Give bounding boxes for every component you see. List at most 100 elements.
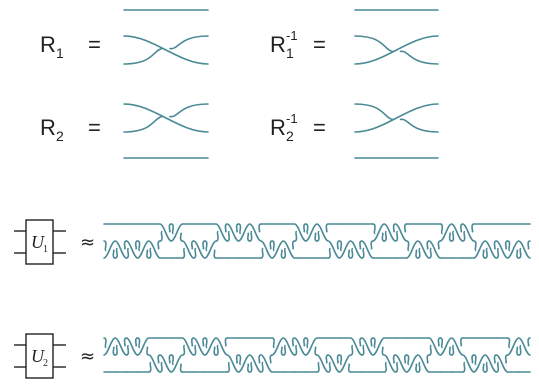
braid-u2-c2-strand-over bbox=[125, 337, 139, 356]
braid-u2-c16-strand-under-left bbox=[282, 344, 287, 356]
r1inv-sup: -1 bbox=[286, 28, 298, 43]
braid-u1-c17-strand-under-left bbox=[293, 230, 298, 242]
braid-u2-c23-strand-under-left bbox=[361, 344, 365, 356]
braid-u1-c0-strand-under-left bbox=[103, 240, 107, 252]
gen2-crossing-strand-under-left bbox=[123, 115, 163, 133]
braid-u1-c31-strand-over bbox=[450, 223, 464, 242]
braid-u2-c15-strand-under-left bbox=[271, 337, 275, 349]
generator-r2-inverse: R -1 2 = bbox=[270, 111, 326, 144]
r2-inverse-braid bbox=[354, 103, 439, 159]
braid-u1-c5-strand-under-right bbox=[168, 223, 173, 233]
braid-u1-c7-strand-over bbox=[181, 240, 195, 259]
braid-u1-c3-strand-over bbox=[136, 240, 150, 259]
braid-u1-c4-strand-under-right bbox=[157, 240, 161, 250]
braid-u1-c31-strand-under-left bbox=[450, 230, 455, 242]
braid-u1-c21-strand-under-left bbox=[338, 240, 343, 252]
gate-u1-approx: ≈ bbox=[80, 232, 95, 253]
braid-u2-c17-strand-over bbox=[293, 337, 307, 356]
braid-u1-c35-strand-under-right bbox=[504, 240, 509, 250]
braid-u1-c14-strand-under-left bbox=[260, 247, 264, 259]
braid-u1-c19-strand-under-right bbox=[325, 223, 330, 233]
braid-u1-c26-strand-over bbox=[394, 223, 408, 242]
braid-u2-c35-strand-over bbox=[495, 354, 509, 373]
braid-u2-c7-strand-under-left bbox=[181, 344, 186, 356]
braid-u2-c30-strand-under-right bbox=[448, 346, 453, 356]
braid-u2-c4-strand-under-left bbox=[148, 361, 152, 373]
braid-u2-c8-strand-over bbox=[192, 337, 206, 356]
braid-u1-c16-strand-over bbox=[282, 240, 296, 259]
braid-u1-c28-strand-over bbox=[417, 240, 430, 259]
braid-u1-c30-strand-over bbox=[439, 223, 453, 242]
braid-word-u1 bbox=[103, 223, 531, 259]
braid-u2-c23-strand-under-right bbox=[370, 337, 374, 347]
braid-u1-c4-strand-under-left bbox=[148, 247, 152, 259]
braid-u1-c24-strand-under-right bbox=[381, 232, 386, 242]
braid-u1-c12-strand-under-right bbox=[247, 232, 251, 242]
braid-u2-c25-strand-over bbox=[383, 354, 397, 373]
braid-u1-c18-strand-under-left bbox=[304, 223, 309, 235]
braid-u2-c10-strand-over bbox=[215, 337, 229, 356]
braid-u2-c10-strand-under-left bbox=[215, 344, 219, 356]
braid-u2-c5-strand-under-left bbox=[159, 361, 163, 373]
braid-u1-c8-strand-over bbox=[192, 240, 206, 259]
braid-u2-c15-strand-under-right bbox=[280, 346, 285, 356]
braid-u2-c32-strand-over bbox=[461, 354, 475, 373]
braid-u2-c19-strand-under-left bbox=[316, 361, 320, 373]
braid-u1-c34-strand-over bbox=[484, 240, 498, 259]
braid-u2-c16-strand-under-right bbox=[291, 337, 296, 347]
braid-u2-c31-strand-under-right bbox=[460, 337, 464, 347]
braid-u1-c1-strand-under-left bbox=[114, 247, 118, 259]
r1inv-base: R bbox=[270, 32, 286, 57]
r1-index: 1 bbox=[56, 45, 64, 61]
braid-u1-c25-strand-under-left bbox=[383, 230, 387, 242]
gen1-crossing-strand-under-right bbox=[399, 50, 439, 65]
generator-r1: R 1 = bbox=[40, 32, 101, 61]
braid-u1-c2-strand-under-left bbox=[125, 247, 130, 259]
braid-u1-c33-strand-under-right bbox=[482, 249, 486, 259]
braid-u1-c18-strand-over bbox=[304, 223, 318, 242]
braid-u1-c34-strand-under-left bbox=[484, 247, 488, 259]
braid-u2-c29-strand-over bbox=[428, 337, 442, 356]
braid-u1-c17-strand-over bbox=[293, 223, 307, 242]
braid-u2-c14-strand-under-right bbox=[269, 354, 273, 364]
braid-u2-c26-strand-under-right bbox=[403, 354, 408, 364]
braid-u1-c1-strand-under-right bbox=[123, 240, 128, 250]
braid-u2-c14-strand-over bbox=[260, 354, 273, 373]
braid-u1-c9-strand-under-left bbox=[204, 240, 208, 252]
braid-u2-c16-strand-over bbox=[282, 337, 296, 356]
braid-u2-c27-strand-over bbox=[405, 354, 419, 373]
gen0-crossing-strand-under-right bbox=[169, 35, 209, 50]
braid-u1-c17-strand-under-right bbox=[303, 223, 307, 233]
braid-word-u2 bbox=[103, 337, 531, 373]
braid-u2-c21-strand-under-left bbox=[338, 354, 343, 366]
generator-r2: R 2 = bbox=[40, 115, 101, 144]
braid-u1-c20-strand-under-right bbox=[336, 240, 341, 250]
braid-u1-c13-strand-under-right bbox=[258, 223, 262, 233]
r1-braid bbox=[123, 9, 209, 65]
braid-u2-c28-strand-over bbox=[417, 354, 430, 373]
braid-u1-c14-strand-over bbox=[260, 240, 273, 259]
r2-base: R bbox=[40, 115, 56, 140]
braid-u1-c13-strand-over bbox=[248, 223, 262, 242]
braid-u2-c0-strand-under-right bbox=[112, 346, 117, 356]
braid-u1-c12-strand-under-left bbox=[237, 223, 242, 235]
braid-u1-c34-strand-under-right bbox=[493, 240, 498, 250]
braid-u2-c25-strand-under-left bbox=[383, 361, 387, 373]
braid-u2-c8-strand-under-left bbox=[192, 344, 197, 356]
braid-u1-c11-strand-under-right bbox=[235, 223, 240, 233]
braid-u1-c10-strand-under-right bbox=[224, 223, 229, 233]
braid-u2-c6-strand-under-right bbox=[179, 363, 184, 373]
braid-u2-c1-strand-under-left bbox=[114, 344, 118, 356]
braid-u2-c32-strand-under-left bbox=[461, 361, 466, 373]
braid-u1-c27-strand-over bbox=[405, 240, 419, 259]
braid-u2-c6-strand-over bbox=[170, 354, 184, 373]
braid-u2-c17-strand-under-right bbox=[303, 337, 307, 347]
braid-u2-c8-strand-under-right bbox=[202, 337, 206, 347]
braid-u2-c33-strand-under-right bbox=[482, 363, 486, 373]
braid-u2-c1-strand-under-right bbox=[123, 337, 128, 347]
gen0-crossing-strand-under-left bbox=[123, 47, 163, 65]
braid-u2-c4-strand-over bbox=[148, 354, 161, 373]
braid-u2-c17-strand-under-left bbox=[293, 344, 298, 356]
braid-u2-c13-strand-under-right bbox=[258, 354, 262, 364]
braid-u1-c8-strand-under-right bbox=[202, 240, 206, 250]
